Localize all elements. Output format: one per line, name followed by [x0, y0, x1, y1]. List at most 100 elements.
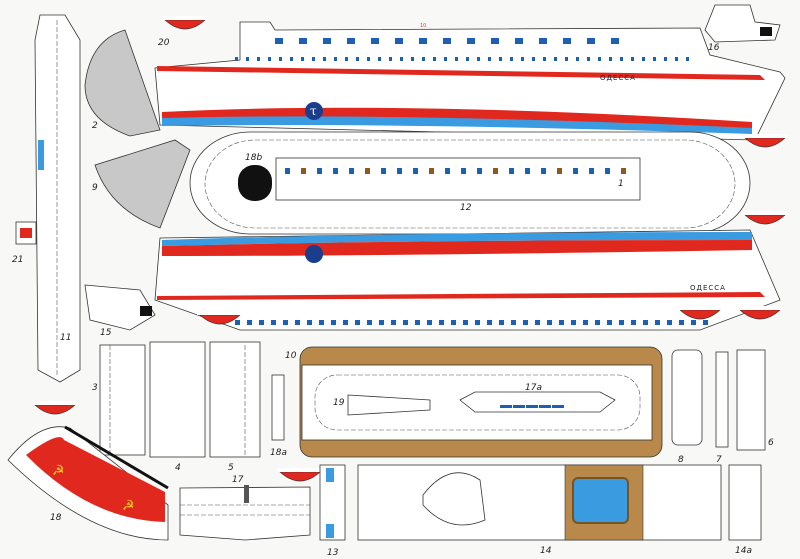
window: [323, 57, 326, 61]
part-2: 2: [84, 29, 161, 137]
window: [571, 320, 576, 325]
window: [539, 38, 547, 44]
window: [317, 168, 322, 174]
window: [379, 320, 384, 325]
lifeboat: [199, 314, 241, 325]
window: [235, 320, 240, 325]
part-14: 14: [357, 464, 722, 556]
window: [554, 57, 557, 61]
window: [631, 57, 634, 61]
window: [667, 320, 672, 325]
part-label-7: 7: [716, 455, 722, 465]
window: [365, 168, 370, 174]
part-label-11: 11: [60, 333, 71, 343]
window: [466, 57, 469, 61]
part-label-17: 17: [232, 475, 244, 485]
part-label-15: 15: [100, 328, 112, 338]
lower-deck-windows: [235, 57, 689, 61]
lifeboat: [679, 309, 721, 320]
window: [334, 57, 337, 61]
upper-deck-windows: [275, 38, 619, 44]
window: [371, 38, 379, 44]
window: [573, 168, 578, 174]
window: [295, 320, 300, 325]
window: [433, 57, 436, 61]
part-17: 17: [179, 475, 311, 541]
window: [333, 168, 338, 174]
window: [609, 57, 612, 61]
logo-letter: τ: [310, 104, 317, 118]
part-13: 13: [319, 464, 346, 558]
window: [259, 320, 264, 325]
window: [513, 405, 525, 408]
lifeboat: [744, 137, 786, 148]
part-11-side-strip: 11: [34, 14, 81, 383]
lifeboat-tab: [737, 306, 783, 310]
part-label-18b: 18b: [245, 153, 262, 163]
window: [247, 320, 252, 325]
window: [559, 320, 564, 325]
part-18a: 18a: [270, 374, 287, 458]
window: [285, 168, 290, 174]
window: [499, 320, 504, 325]
part-label-8: 8: [678, 455, 684, 465]
lifeboat-tab: [277, 468, 323, 472]
window: [343, 320, 348, 325]
window: [547, 320, 552, 325]
lifeboat-tab: [32, 401, 78, 405]
upper-hull-side: τ ОДЕССА 10: [154, 21, 786, 141]
logo-emblem: [305, 102, 323, 120]
part-label-16: 16: [708, 43, 720, 53]
part-label-9: 9: [92, 183, 98, 193]
window: [355, 320, 360, 325]
part-label-20: 20: [158, 38, 170, 48]
lifeboat: [34, 404, 76, 415]
lifeboats-part-20: [32, 16, 788, 482]
window: [589, 168, 594, 174]
window: [475, 320, 480, 325]
deck-17a-windows: [500, 405, 564, 408]
window: [643, 320, 648, 325]
window: [611, 38, 619, 44]
window: [605, 168, 610, 174]
window: [419, 38, 427, 44]
window: [400, 57, 403, 61]
window: [621, 168, 626, 174]
window: [543, 57, 546, 61]
part-label-6: 6: [768, 438, 774, 448]
part-14a: 14a: [728, 464, 762, 556]
window: [299, 38, 307, 44]
window: [443, 38, 451, 44]
window: [345, 57, 348, 61]
window: [455, 57, 458, 61]
window: [378, 57, 381, 61]
hammer-sickle-icon: ☭: [52, 464, 65, 479]
window: [576, 57, 579, 61]
window: [367, 320, 372, 325]
window: [515, 38, 523, 44]
ship-name-lower: ОДЕССА: [690, 284, 726, 292]
lower-hull-upper-windows: [235, 320, 708, 325]
window: [413, 168, 418, 174]
window: [523, 320, 528, 325]
window: [488, 57, 491, 61]
window: [347, 38, 355, 44]
logo-emblem-lower: [305, 245, 323, 263]
brown-deck-part: 19 17a 10: [285, 346, 663, 458]
part-label-19: 19: [333, 398, 345, 408]
window: [499, 57, 502, 61]
window: [686, 57, 689, 61]
window: [526, 405, 538, 408]
window: [521, 57, 524, 61]
window: [477, 168, 482, 174]
window: [539, 405, 551, 408]
window: [510, 57, 513, 61]
window: [246, 57, 249, 61]
part-21: 21: [12, 221, 37, 265]
window: [642, 57, 645, 61]
window: [620, 57, 623, 61]
deck-house-windows: [285, 168, 626, 174]
window: [595, 320, 600, 325]
window: [563, 38, 571, 44]
